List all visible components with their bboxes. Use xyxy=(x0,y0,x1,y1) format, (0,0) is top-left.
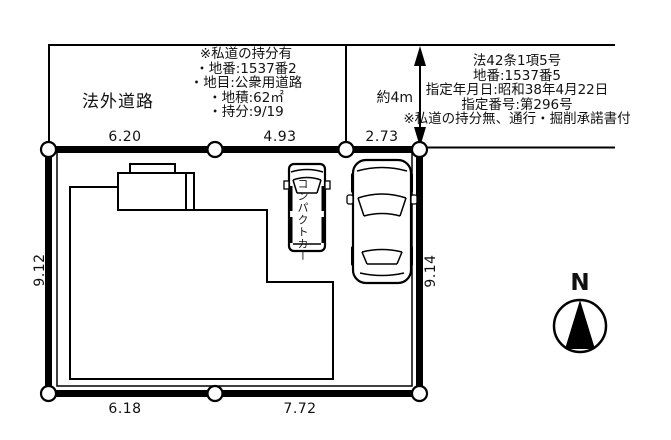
note-line: ※私道の持分無、通行・掘削承諾書付 xyxy=(403,111,631,128)
compact-car-mirror-left xyxy=(283,180,290,190)
note-line: ・地番:1537番2 xyxy=(195,60,297,77)
dimension-right: 9.14 xyxy=(423,254,439,288)
compact-car xyxy=(283,162,331,253)
compact-car-wheel xyxy=(321,186,325,211)
compact-car-wheel xyxy=(321,217,325,243)
sedan-mirror-right xyxy=(410,194,418,205)
arrowhead-down xyxy=(414,127,426,147)
boundary-marker xyxy=(206,140,224,159)
building-main-outline xyxy=(69,186,334,380)
boundary-markers xyxy=(39,140,429,403)
dimension-top-2: 4.93 xyxy=(263,129,297,145)
sedan-car xyxy=(346,158,418,285)
north-label: N xyxy=(570,270,590,296)
note-line: ※私道の持分有 xyxy=(199,46,293,62)
dimension-bottom-1: 6.18 xyxy=(108,401,142,417)
designation-note: 法42条1項5号 地番:1537番5 指定年月日:昭和38年4月22日 指定番号… xyxy=(392,54,642,127)
compact-car-label: コンパクトカー xyxy=(296,178,309,262)
dimension-bottom-2: 7.72 xyxy=(283,401,317,417)
note-line: ・地目:公衆用道路 xyxy=(189,75,303,92)
building-porch xyxy=(117,172,195,211)
compass-needle xyxy=(565,300,595,349)
note-line: ・持分:9/19 xyxy=(208,104,284,121)
road-width-label: 約4m xyxy=(376,90,413,106)
compact-car-hood-line xyxy=(290,168,324,173)
dimension-top-3: 2.73 xyxy=(365,129,399,145)
road-outline xyxy=(48,44,615,150)
sedan-bumper-line xyxy=(356,166,408,172)
boundary-marker xyxy=(39,384,58,403)
sedan-trunk-line xyxy=(359,272,405,277)
boundary-marker xyxy=(410,384,429,403)
road-name-label: 法外道路 xyxy=(82,92,154,112)
note-line: 地番:1537番5 xyxy=(473,67,561,84)
compact-car-wheel xyxy=(289,186,293,211)
building-entry-step xyxy=(129,163,176,174)
boundary-marker xyxy=(410,140,429,159)
note-line: 指定年月日:昭和38年4月22日 xyxy=(425,82,609,99)
dimension-left: 9.12 xyxy=(32,253,48,287)
arrowhead-up xyxy=(414,46,426,66)
dimension-top-1: 6.20 xyxy=(108,129,142,145)
compact-car-windshield xyxy=(292,176,322,194)
note-line: 指定番号:第296号 xyxy=(461,96,573,113)
private-road-note: ※私道の持分有 ・地番:1537番2 ・地目:公衆用道路 ・地積:62㎡ ・持分… xyxy=(136,47,356,120)
sedan-rear-window xyxy=(361,248,403,265)
note-line: 法42条1項5号 xyxy=(472,53,562,69)
building-outline xyxy=(69,163,334,380)
sedan-windshield xyxy=(357,193,407,217)
north-compass xyxy=(552,298,608,354)
boundary-marker xyxy=(337,140,355,159)
boundary-marker xyxy=(39,140,58,159)
note-line: ・地積:62㎡ xyxy=(208,89,284,106)
sedan-mirror-left xyxy=(346,194,354,205)
compact-car-wheel xyxy=(289,217,293,243)
boundary-marker xyxy=(206,384,224,403)
compact-car-mirror-right xyxy=(324,180,331,190)
sedan-body xyxy=(351,158,413,285)
road-width-arrow xyxy=(414,46,426,147)
